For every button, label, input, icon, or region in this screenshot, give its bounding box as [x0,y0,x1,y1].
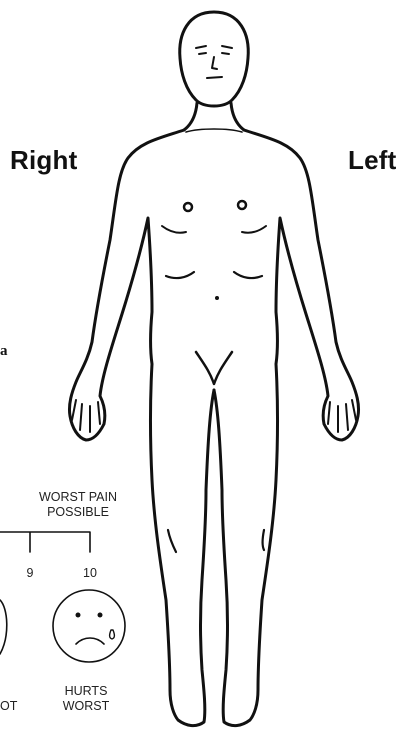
nose [212,57,217,69]
left-side-label: Left [348,145,396,176]
worst-pain-line2: POSSIBLE [23,505,133,520]
knee-left [263,530,265,550]
scale-bracket [0,532,90,552]
hand-left-fingers [328,400,356,432]
navel [215,296,219,300]
body-outline-right-side [69,130,214,726]
worst-pain-line1: WORST PAIN [23,490,133,505]
eye-left [199,53,206,54]
body-outline-left-side [214,130,359,726]
chest-line-right [162,226,186,233]
brow-right [222,46,232,48]
eye-right [222,53,229,54]
hurts-worst-line1: HURTS [46,684,126,699]
nipple-right [184,203,192,211]
hand-right-fingers [72,400,100,432]
neck-right [231,103,244,130]
clipped-face-edge [0,600,7,654]
hurts-worst-caption: HURTS WORST [46,684,126,714]
scale-number-9: 9 [20,566,40,581]
neck-left [184,103,197,130]
groin-lines [196,352,232,384]
knee-right [168,530,176,552]
crying-face-icon [53,590,125,662]
ribcage-left [234,272,262,278]
right-side-label: Right [10,145,77,176]
scale-number-10: 10 [78,566,102,581]
clipped-caption-fragment: OT [0,699,18,714]
clipped-text-fragment: a [0,343,8,360]
hurts-worst-line2: WORST [46,699,126,714]
brow-left [196,46,206,48]
chest-line-left [242,226,266,233]
nipple-left [238,201,246,209]
worst-pain-caption: WORST PAIN POSSIBLE [23,490,133,520]
ribcage-right [166,272,194,278]
collarbone [186,129,242,132]
mouth [207,77,222,78]
